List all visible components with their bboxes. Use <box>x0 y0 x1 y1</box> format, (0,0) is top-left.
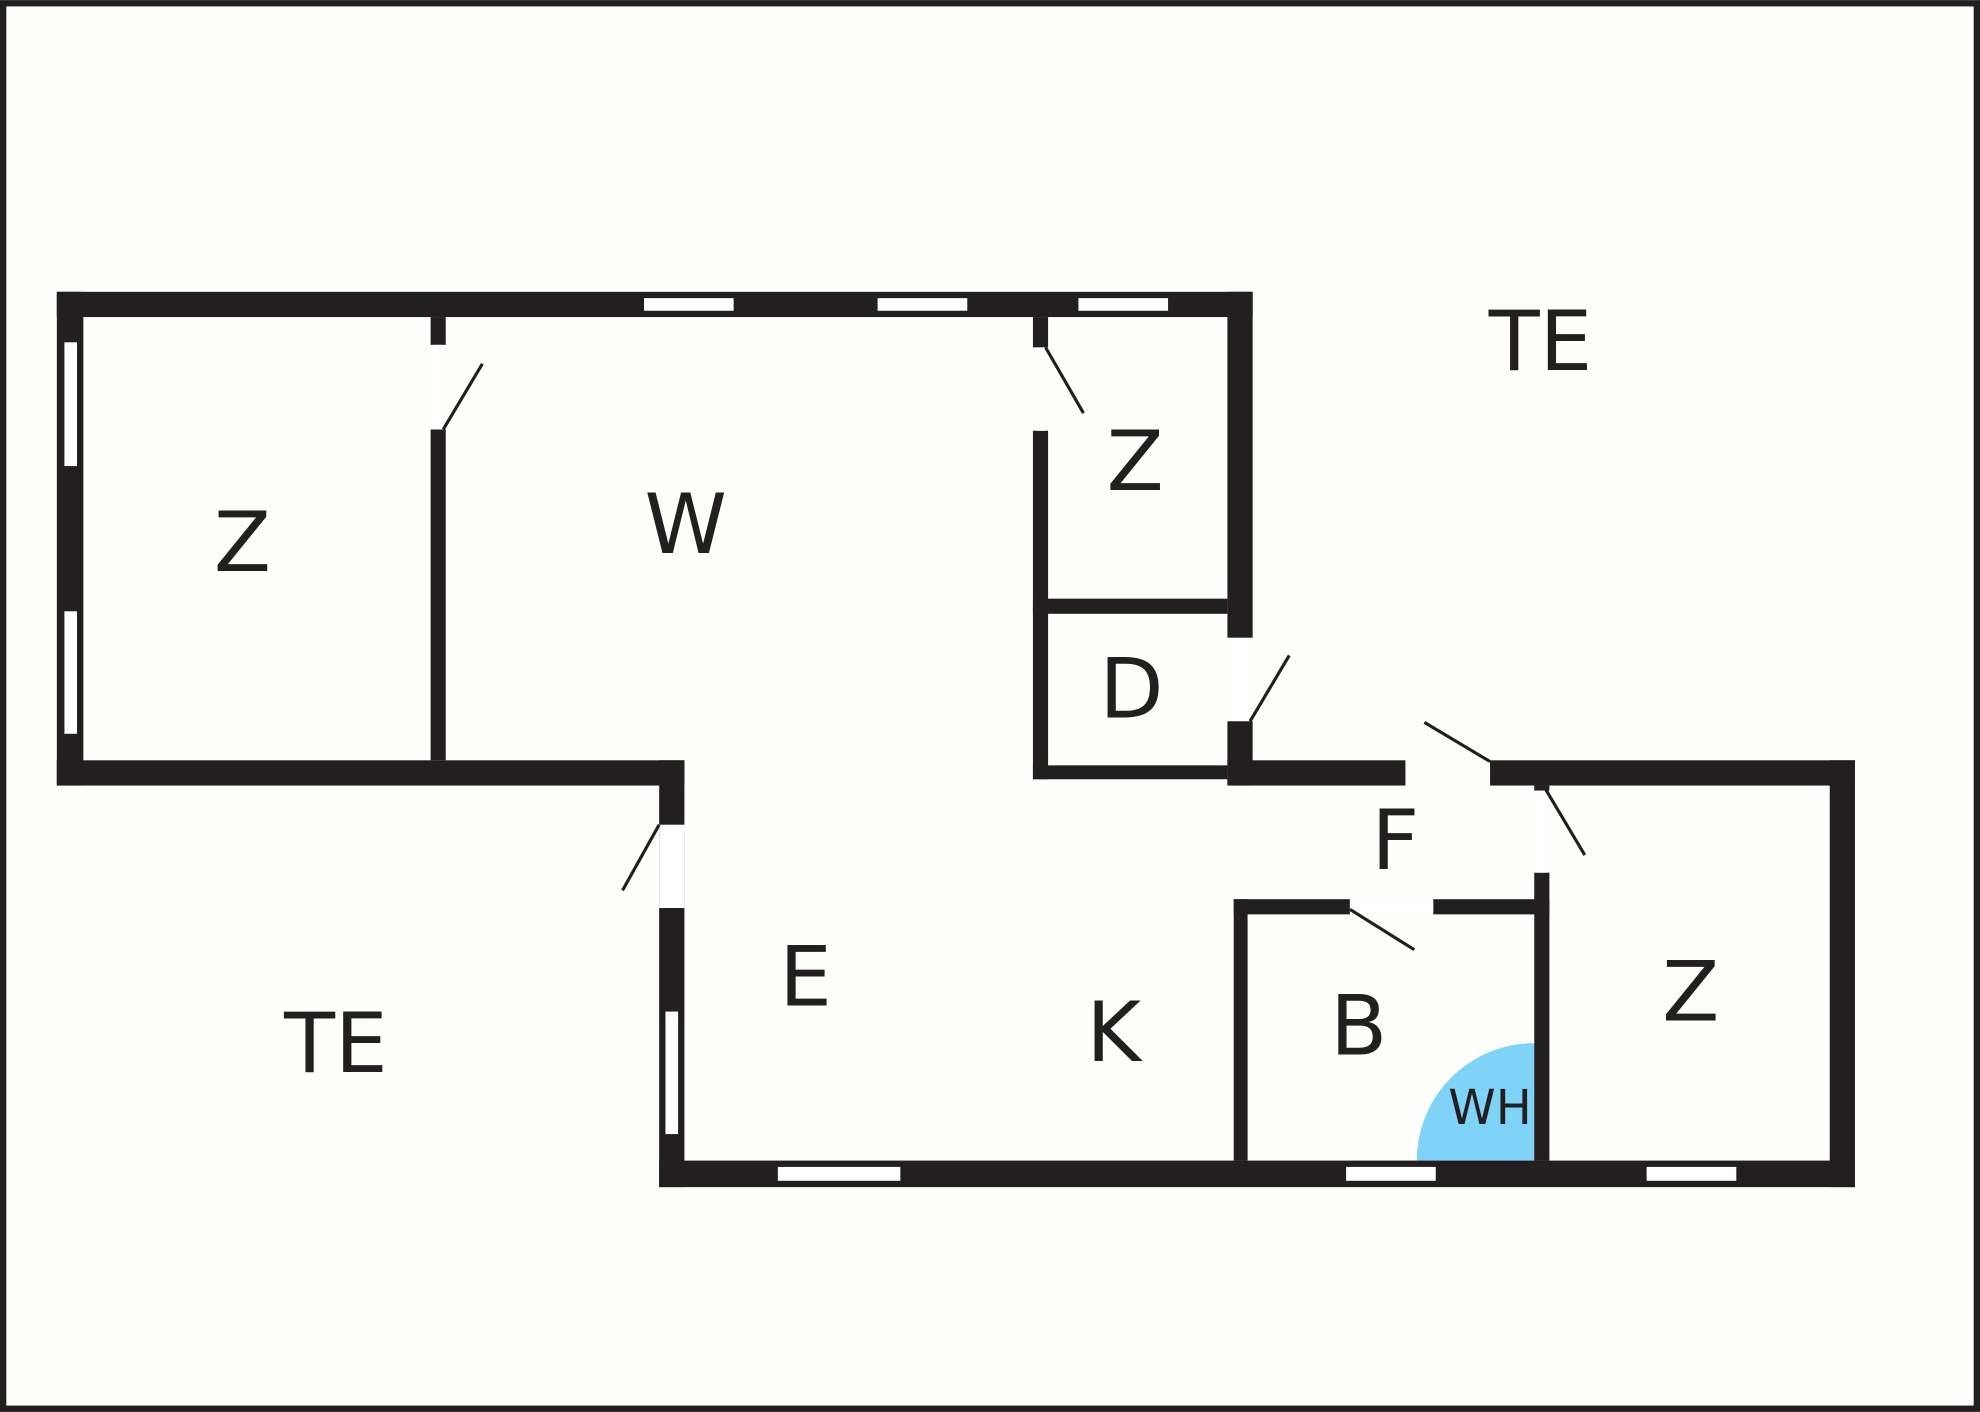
room-label-b: B <box>1330 978 1387 1075</box>
room-label-z-west: Z <box>214 494 271 591</box>
room-label-te-northeast: TE <box>1488 293 1593 390</box>
room-label-k: K <box>1086 984 1143 1081</box>
room-label-te-southwest: TE <box>283 995 388 1092</box>
room-label-f: F <box>1371 792 1419 889</box>
room-label-e: E <box>779 928 832 1025</box>
water-heater-label: WH <box>1448 1080 1532 1136</box>
room-label-w: W <box>644 476 726 573</box>
door-leaves <box>441 346 1587 952</box>
room-label-z-east: Z <box>1662 943 1719 1040</box>
water-heater <box>1416 1043 1535 1161</box>
room-label-z-north: Z <box>1107 413 1164 510</box>
room-label-d: D <box>1099 640 1163 737</box>
room-labels: Z W Z D TE F E K B Z TE WH <box>214 293 1719 1136</box>
door-openings <box>433 344 1547 912</box>
windows <box>64 298 1737 1181</box>
